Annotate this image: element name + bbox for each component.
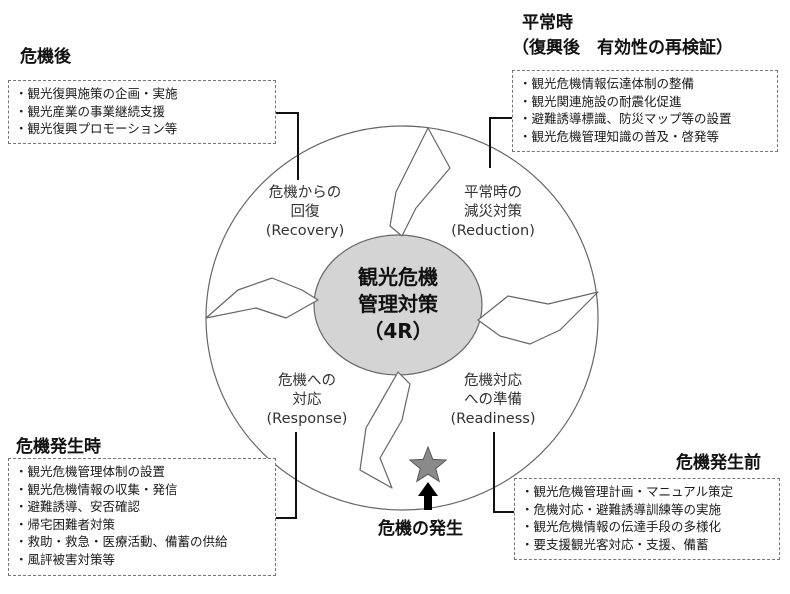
divider-arrow-right	[477, 291, 599, 345]
phase-reduction-label: 平常時の 減災対策 (Reduction)	[436, 184, 550, 241]
measure-item: ・観光関連施設の耐震化促進	[519, 93, 682, 109]
measures-box-before: ・観光危機管理計画・マニュアル策定 ・危機対応・避難誘導訓練等の実施 ・観光危機…	[514, 478, 780, 560]
up-arrow-icon	[418, 482, 438, 510]
heading-normal-subtitle: （復興後 有効性の再検証）	[512, 38, 733, 58]
measure-item: ・避難誘導、安否確認	[15, 499, 141, 514]
heading-after-crisis: 危機後	[20, 47, 71, 67]
measure-item: ・危機対応・避難誘導訓練等の実施	[521, 501, 722, 517]
heading-during-crisis: 危機発生時	[16, 437, 101, 457]
measures-box-after: ・観光復興施策の企画・実施 ・観光産業の事業継続支援 ・観光復興プロモーション等	[8, 80, 276, 144]
phase-line: 危機への	[278, 373, 336, 389]
measure-item: ・観光危機情報伝達体制の整備	[519, 76, 695, 91]
center-title-line: （4R）	[363, 319, 433, 343]
divider-arrow-left	[205, 277, 319, 319]
phase-readiness-label: 危機対応 への準備 (Readiness)	[434, 372, 552, 429]
measures-box-normal: ・観光危機情報伝達体制の整備 ・観光関連施設の耐震化促進 ・避難誘導標識、防災マ…	[512, 70, 778, 152]
measure-item: ・風評被害対策等	[15, 551, 116, 567]
phase-line: 平常時の	[464, 185, 522, 201]
measure-item: ・要支援観光客対応・支援、備蓄	[521, 536, 709, 552]
measure-item: ・観光復興施策の企画・実施	[15, 86, 178, 101]
connector-after	[276, 112, 299, 180]
phase-line: 危機からの	[268, 185, 342, 201]
measure-item: ・観光危機情報の収集・発信	[15, 481, 178, 497]
measure-item: ・観光危機管理計画・マニュアル策定	[521, 484, 734, 499]
phase-line: (Recovery)	[265, 223, 345, 239]
connector-normal	[489, 117, 512, 168]
center-title-line: 管理対策	[358, 292, 438, 316]
measure-item: ・観光復興プロモーション等	[15, 121, 178, 136]
divider-arrow-top	[389, 127, 451, 237]
phase-line: (Response)	[266, 411, 348, 427]
connector-during	[276, 432, 297, 519]
center-title-line: 観光危機	[358, 265, 438, 289]
heading-before-crisis: 危機発生前	[676, 453, 761, 473]
measure-item: ・観光産業の事業継続支援	[15, 103, 166, 119]
phase-recovery-label: 危機からの 回復 (Recovery)	[250, 184, 360, 241]
measure-item: ・帰宅困難者対策	[15, 516, 116, 532]
phase-line: 対応	[292, 392, 322, 408]
phase-line: (Readiness)	[450, 411, 536, 427]
star-icon	[408, 445, 448, 483]
connector-before	[493, 432, 514, 513]
phase-line: (Reduction)	[451, 223, 535, 239]
measure-item: ・観光危機管理知識の普及・啓発等	[519, 128, 720, 144]
measures-box-during: ・観光危機管理体制の設置 ・観光危機情報の収集・発信 ・避難誘導、安否確認 ・帰…	[8, 458, 276, 576]
phase-line: 減災対策	[464, 204, 522, 220]
measure-item: ・観光危機管理体制の設置	[15, 464, 166, 479]
crisis-occurrence-label: 危機の発生	[378, 519, 463, 539]
measure-item: ・避難誘導標識、防災マップ等の設置	[519, 111, 732, 126]
phase-line: への準備	[464, 392, 522, 408]
measure-item: ・救助・救急・医療活動、備蓄の供給	[15, 534, 228, 549]
center-title: 観光危機 管理対策 （4R）	[328, 264, 468, 345]
phase-response-label: 危機への 対応 (Response)	[250, 372, 364, 429]
measure-item: ・観光危機情報の伝達手段の多様化	[521, 519, 722, 534]
phase-line: 回復	[290, 204, 320, 220]
phase-line: 危機対応	[464, 373, 522, 389]
heading-normal-time: 平常時	[522, 13, 573, 33]
divider-arrow-bottom	[359, 371, 411, 489]
